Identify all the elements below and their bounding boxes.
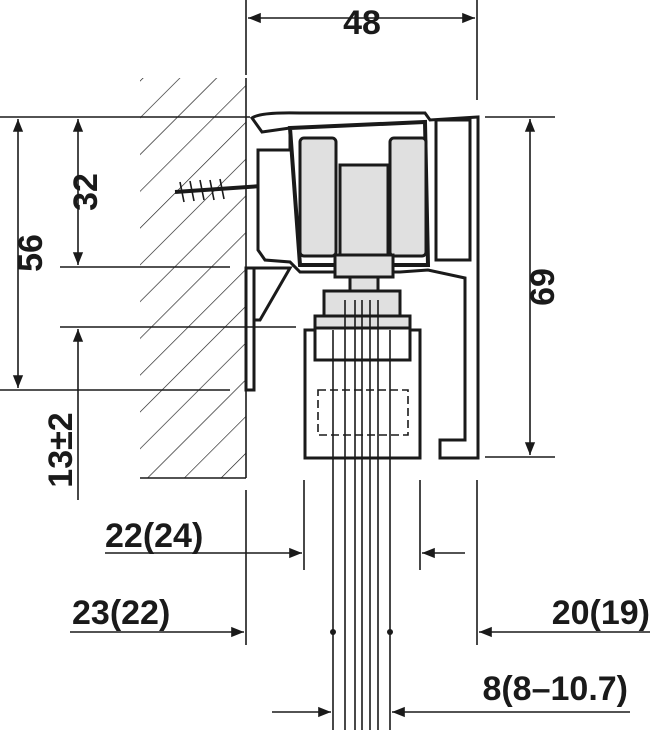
dim-56: 56	[12, 234, 50, 272]
dim-23-22: 23(22)	[72, 594, 170, 632]
wall-hatched	[140, 78, 247, 479]
dim-69: 69	[524, 268, 562, 306]
dim-32: 32	[67, 173, 105, 211]
dimension-arrows	[12, 12, 650, 718]
extension-lines	[0, 0, 555, 645]
roller-carriage	[298, 136, 428, 330]
dim-8-glass: 8(8–10.7)	[482, 670, 628, 708]
dim-48: 48	[343, 4, 381, 42]
glass-panel	[330, 300, 393, 730]
dim-22-24: 22(24)	[105, 517, 203, 555]
dim-13-2: 13±2	[42, 412, 80, 487]
dim-20-19: 20(19)	[552, 594, 650, 632]
